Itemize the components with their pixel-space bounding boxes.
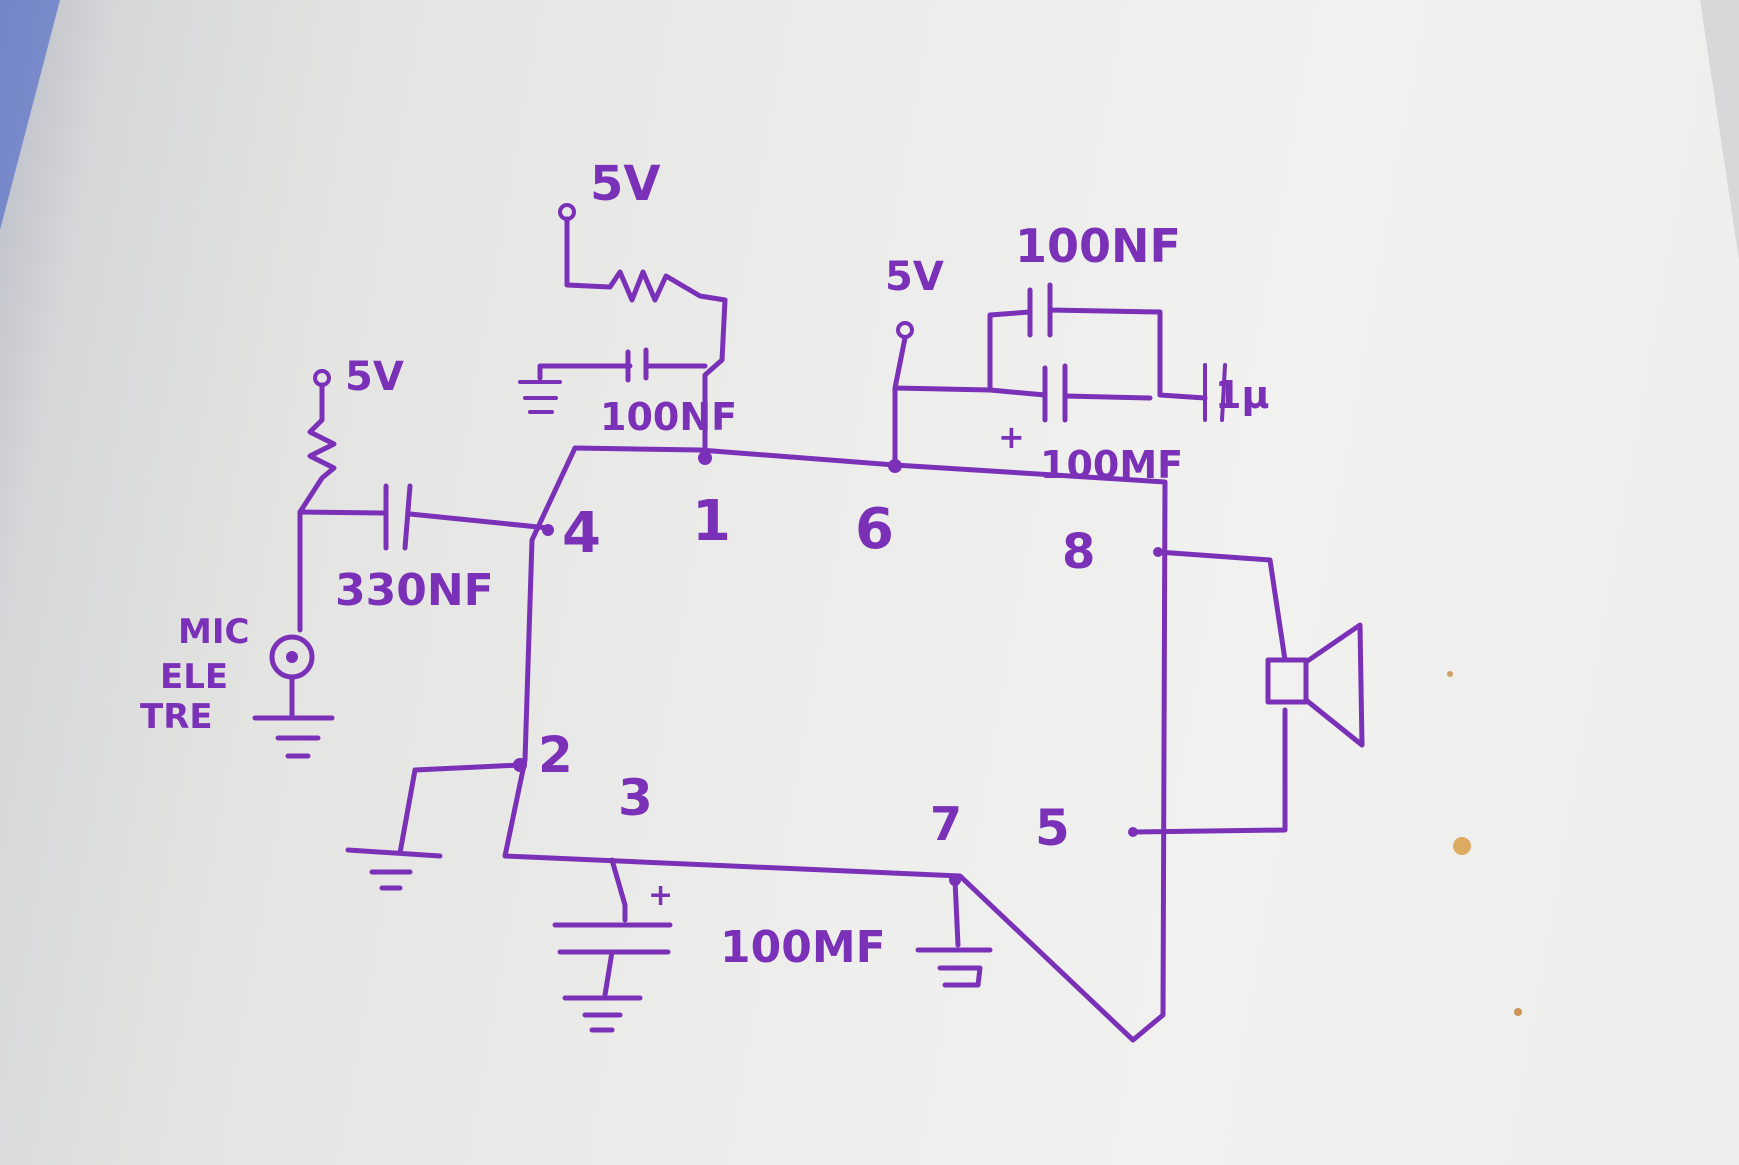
pin6-supply-wire (892, 335, 993, 465)
label-pin-5: 5 (1035, 799, 1070, 857)
label-cap-electrolytic-out: 100MF (720, 922, 886, 973)
node-pin6 (888, 459, 902, 473)
cap-input-plate-right (402, 483, 413, 551)
cap-partial-plates (1203, 363, 1227, 422)
electrolytic-ground (562, 949, 643, 1033)
mic-symbol-center (286, 651, 298, 663)
electrolytic-cap-plates (552, 922, 673, 955)
label-pin-6: 6 (855, 497, 894, 562)
page-edge (1700, 0, 1739, 260)
ground-top-left (518, 380, 562, 414)
label-cap-partial: 1μ (1215, 373, 1269, 417)
cap-pin1-left-plate (537, 349, 633, 383)
cap-pin1-right-plate (643, 347, 708, 381)
speaker-cone (1303, 622, 1365, 748)
label-plus-sign: + (998, 418, 1025, 456)
speaker-wire-top (1155, 549, 1288, 663)
pin7-ground-wire (915, 877, 993, 988)
cap-bypass-mid (987, 363, 1153, 423)
label-supply-res-top: 5V (590, 156, 661, 212)
label-cap-electrolytic-supply: 100MF (1040, 443, 1183, 487)
supply-terminal-pin6 (896, 321, 914, 339)
label-cap-pin1: 100NF (600, 395, 737, 439)
input-wire-left (297, 509, 388, 516)
paper-stain (1453, 837, 1471, 855)
notebook-spine (0, 0, 60, 230)
label-pin-8: 8 (1062, 524, 1095, 580)
pin3-cap-wire (609, 857, 628, 923)
label-cap-input: 330NF (335, 565, 494, 616)
label-mic-3: TRE (140, 697, 213, 737)
mic-ground-wire (252, 674, 335, 759)
speaker-wire-bottom (1130, 707, 1288, 835)
label-supply-mic: 5V (345, 354, 404, 400)
label-supply-pin6: 5V (885, 254, 944, 300)
label-pin-2: 2 (538, 726, 573, 784)
paper-stain-small (1514, 1008, 1522, 1016)
label-pin-7: 7 (930, 797, 962, 851)
node-pin1 (698, 451, 712, 465)
paper-dot (1447, 671, 1453, 677)
label-mic-2: ELE (160, 657, 228, 697)
cap-bypass-top (987, 282, 1208, 401)
label-pin-4: 4 (562, 501, 601, 566)
speaker-coil (1265, 657, 1309, 705)
label-pin-3: 3 (618, 769, 653, 827)
mic-resistor (297, 382, 337, 633)
label-pin-1: 1 (692, 489, 731, 554)
input-wire-right (407, 511, 551, 531)
label-mic-1: MIC (178, 612, 249, 652)
ic-body-outline (502, 445, 1168, 1043)
resistor-top-wire (564, 216, 728, 458)
label-plus-sign-2: + (648, 878, 673, 913)
label-cap-bypass-top: 100NF (1015, 219, 1181, 273)
pin2-ground-wire (345, 762, 523, 891)
